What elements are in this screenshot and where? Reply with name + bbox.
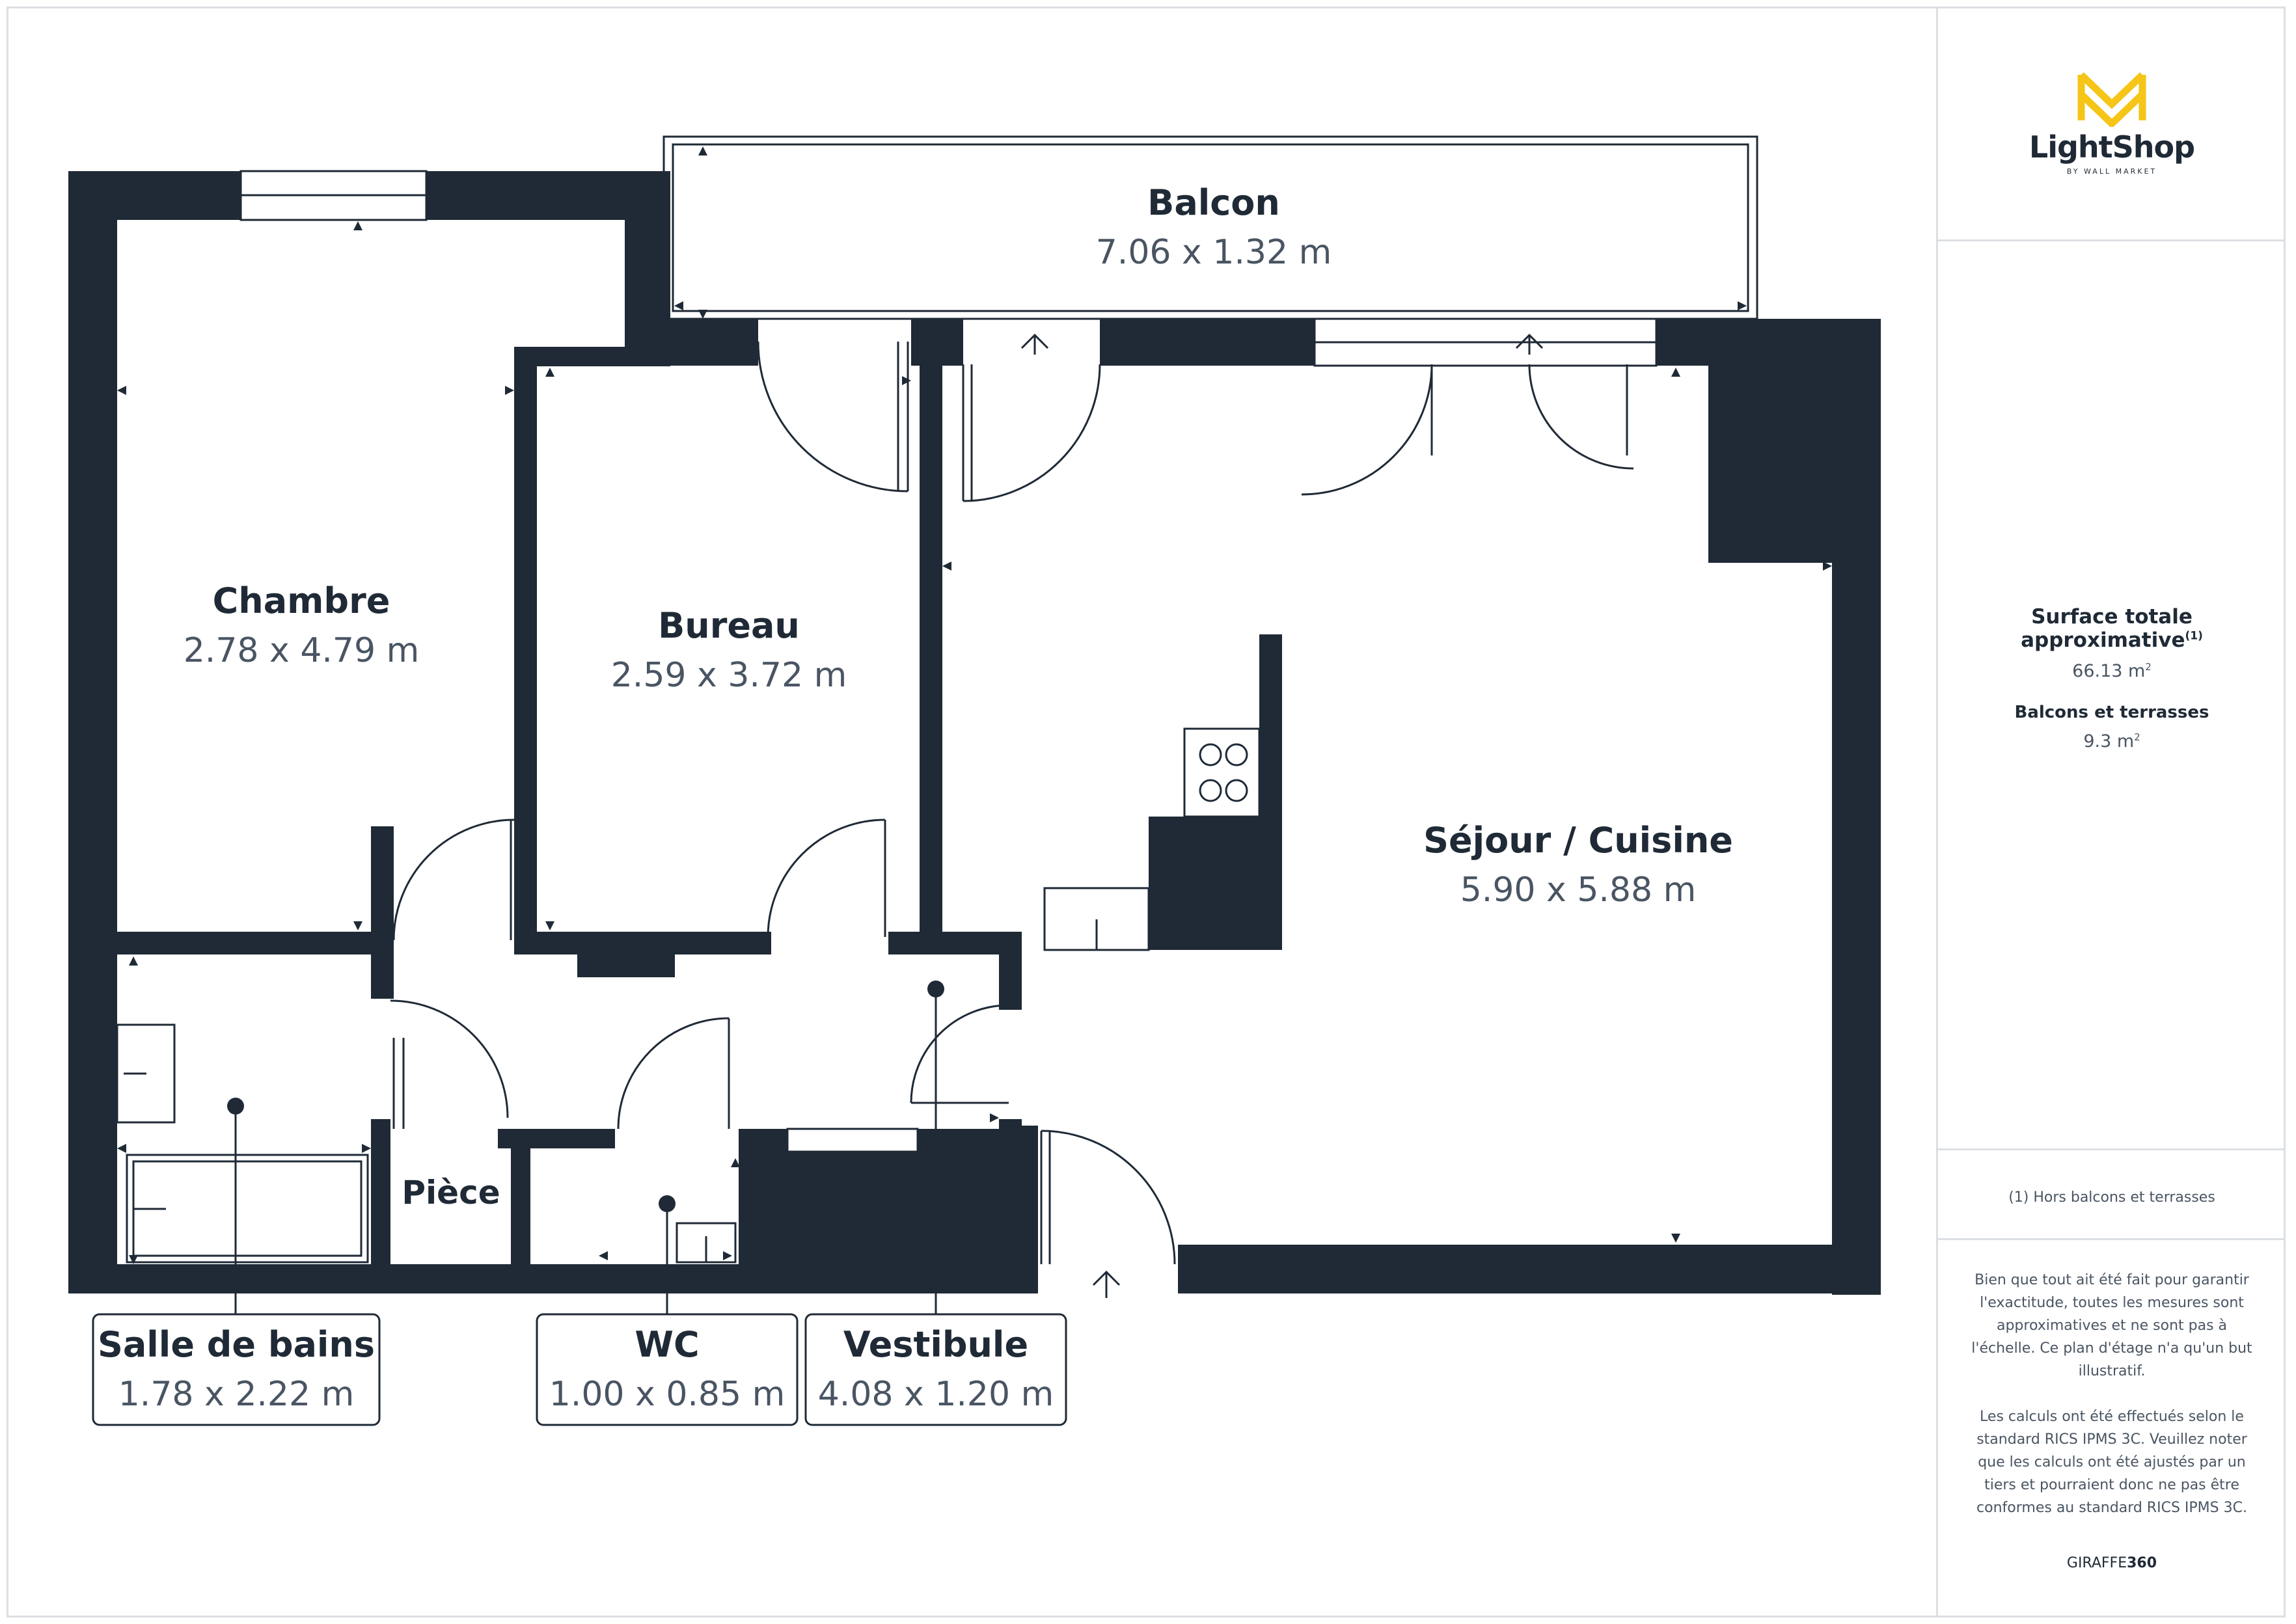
balcony-surface-value: 9.3 m2 bbox=[2083, 731, 2140, 751]
room-label-sejour: Séjour / Cuisine 5.90 x 5.88 m bbox=[1423, 820, 1733, 910]
credit: GIRAFFE360 bbox=[1938, 1555, 2286, 1571]
room-dimensions: 7.06 x 1.32 m bbox=[1096, 233, 1332, 272]
dimension-markers bbox=[117, 146, 1832, 1264]
credit-suffix: 360 bbox=[2127, 1555, 2157, 1571]
total-surface: Surface totale approximative(1) 66.13 m2 bbox=[1938, 605, 2286, 681]
floor-plan-sheet bbox=[7, 7, 2286, 1617]
divider bbox=[1938, 239, 2286, 241]
room-dimensions: 2.59 x 3.72 m bbox=[611, 656, 847, 695]
room-dimensions: 1.78 x 2.22 m bbox=[118, 1375, 355, 1414]
disclaimer-paragraph-1: Bien que tout ait été fait pour garantir… bbox=[1971, 1272, 2252, 1379]
floor-plan: Balcon 7.06 x 1.32 m Chambre 2.78 x 4.79… bbox=[68, 135, 1881, 1426]
room-name: Pièce bbox=[402, 1174, 500, 1211]
room-name: Chambre bbox=[213, 580, 390, 621]
room-name: Salle de bains bbox=[98, 1324, 375, 1365]
balcony-railing bbox=[663, 135, 1758, 320]
disclaimer-paragraph-2: Les calculs ont été effectués selon le s… bbox=[1976, 1409, 2247, 1516]
room-label-salle-de-bains: Salle de bains 1.78 x 2.22 m bbox=[92, 1313, 381, 1426]
disclaimer: Bien que tout ait été fait pour garantir… bbox=[1938, 1269, 2286, 1519]
entry-arrows bbox=[1020, 333, 1544, 1298]
room-name: Balcon bbox=[1147, 182, 1280, 223]
callouts bbox=[227, 981, 944, 1314]
room-label-piece: Pièce bbox=[402, 1174, 500, 1211]
room-label-chambre: Chambre 2.78 x 4.79 m bbox=[184, 580, 420, 670]
total-surface-value: 66.13 m2 bbox=[2072, 661, 2152, 681]
room-dimensions: 2.78 x 4.79 m bbox=[184, 631, 420, 670]
lightshop-logo-icon bbox=[2077, 72, 2146, 129]
fixtures bbox=[116, 727, 1261, 1264]
credit-prefix: GIRAFFE bbox=[2066, 1555, 2127, 1571]
room-dimensions: 4.08 x 1.20 m bbox=[818, 1375, 1054, 1414]
room-dimensions: 5.90 x 5.88 m bbox=[1460, 871, 1697, 910]
room-label-bureau: Bureau 2.59 x 3.72 m bbox=[611, 605, 847, 695]
room-name: Séjour / Cuisine bbox=[1423, 820, 1733, 861]
info-sidebar: LightShop BY WALL MARKET Surface totale … bbox=[1936, 7, 2286, 1617]
brand-name: LightShop bbox=[2029, 129, 2195, 165]
windows bbox=[239, 170, 1658, 1153]
footnote-text: (1) Hors balcons et terrasses bbox=[2008, 1189, 2215, 1206]
divider bbox=[1938, 1238, 2286, 1240]
brand-logo: LightShop BY WALL MARKET bbox=[1938, 68, 2286, 176]
divider bbox=[1938, 1148, 2286, 1150]
balcony-surface: Balcons et terrasses 9.3 m2 bbox=[1938, 703, 2286, 751]
room-name: WC bbox=[635, 1324, 699, 1365]
room-name: Bureau bbox=[658, 605, 800, 646]
total-surface-label: Surface totale approximative(1) bbox=[2021, 605, 2203, 652]
room-name: Vestibule bbox=[843, 1324, 1028, 1365]
doors bbox=[390, 341, 1634, 1265]
room-dimensions: 1.00 x 0.85 m bbox=[549, 1375, 786, 1414]
balcony-surface-label: Balcons et terrasses bbox=[2014, 703, 2209, 722]
footnote: (1) Hors balcons et terrasses bbox=[1938, 1189, 2286, 1206]
brand-subtitle: BY WALL MARKET bbox=[2066, 167, 2157, 176]
walls bbox=[68, 171, 1881, 1295]
room-label-balcon: Balcon 7.06 x 1.32 m bbox=[1096, 182, 1332, 272]
room-label-wc: WC 1.00 x 0.85 m bbox=[536, 1313, 799, 1426]
room-label-vestibule: Vestibule 4.08 x 1.20 m bbox=[804, 1313, 1067, 1426]
